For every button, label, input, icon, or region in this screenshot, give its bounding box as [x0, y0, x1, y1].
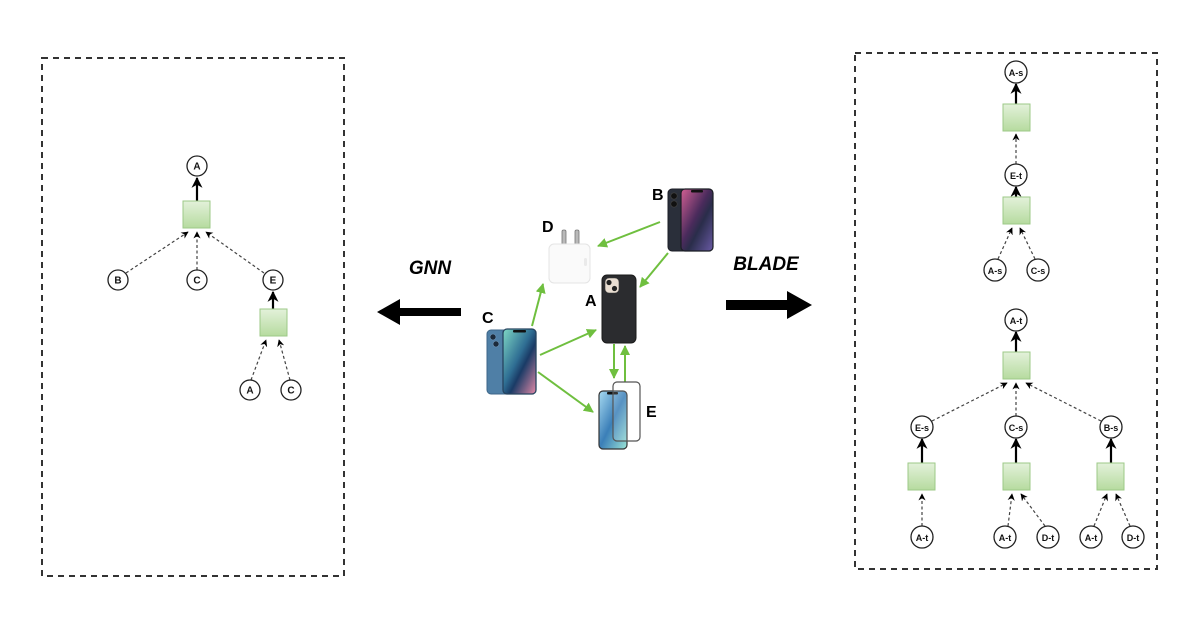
aggregator-square: [1002, 462, 1031, 491]
gnn-arrow: GNN: [377, 258, 461, 325]
tree-node-label: A-t: [916, 533, 929, 543]
tree-node: D-t: [1036, 525, 1060, 549]
tree-node: B: [107, 269, 129, 291]
tree-node: B-s: [1099, 415, 1123, 439]
tree-node-label: E: [270, 276, 277, 287]
phone-notch: [513, 330, 526, 333]
tree-node: C: [186, 269, 208, 291]
camera-lens: [489, 333, 497, 341]
phone-screen-icon: [502, 328, 537, 395]
aggregator-square: [259, 308, 288, 337]
graph-node-label-c: C: [482, 310, 494, 327]
camera-lens: [492, 340, 500, 348]
tree-edge-dashed: [205, 231, 265, 274]
graph-node-label-a: A: [585, 293, 597, 310]
tree-node-label: C-s: [1031, 266, 1046, 276]
tree-node-label: A: [246, 386, 253, 397]
tree-edge-dashed: [1007, 493, 1015, 527]
tree-node: A-s: [983, 258, 1007, 282]
tree-node: A-t: [1004, 308, 1028, 332]
tree-node-label: A-t: [1085, 533, 1098, 543]
tree-node: E-t: [1004, 163, 1028, 187]
tree-node-label: B-s: [1104, 423, 1119, 433]
product-e-screen-protector: E: [598, 381, 657, 450]
aggregator-square: [1002, 351, 1031, 380]
tree-edge-dashed: [1020, 493, 1046, 527]
tree-node: A-t: [1079, 525, 1103, 549]
adapter-body-icon: [548, 243, 591, 284]
aggregator-square: [1002, 196, 1031, 225]
graph-edge-b-a: [639, 252, 669, 288]
tree-node: A-s: [1004, 60, 1028, 84]
aggregator-square: [907, 462, 936, 491]
tree-edge-dashed: [250, 339, 268, 381]
tree-node-label: B: [114, 276, 121, 287]
tree-edge-dashed: [277, 339, 291, 381]
tree-edge-dashed: [125, 231, 189, 274]
aggregator-square: [1096, 462, 1125, 491]
tree-node-label: A-s: [1009, 68, 1024, 78]
tree-node: A: [239, 379, 261, 401]
product-graph-edges: [531, 221, 669, 413]
tree-node: C-s: [1004, 415, 1028, 439]
product-d-adapter: D: [542, 219, 591, 284]
tree-node-label: C: [193, 276, 200, 287]
camera-lens: [670, 200, 678, 208]
tree-edge-dashed: [1019, 227, 1036, 260]
tree-edge-dashed: [1115, 493, 1131, 527]
graph-edge-c-d: [531, 283, 546, 327]
camera-lens: [670, 192, 678, 200]
tree-node: E: [262, 269, 284, 291]
adapter-port: [584, 258, 587, 266]
blade-tree-source: A-s E-t A-s C-s: [983, 60, 1050, 282]
tree-node: C: [280, 379, 302, 401]
tree-node: A-t: [993, 525, 1017, 549]
tree-node: E-s: [910, 415, 934, 439]
tree-node: C-s: [1026, 258, 1050, 282]
graph-edge-b-d: [597, 221, 661, 248]
graph-node-label-d: D: [542, 219, 554, 236]
left-arrow-icon: [377, 299, 461, 325]
blade-panel-border: [854, 52, 1158, 570]
tree-edge-dashed: [931, 382, 1008, 422]
tree-node-label: A-t: [999, 533, 1012, 543]
blade-arrow: BLADE: [726, 254, 812, 319]
aggregator-square: [182, 200, 211, 229]
right-arrow-icon: [726, 291, 812, 319]
graph-edge-c-e: [537, 371, 594, 413]
tree-node-label: C: [287, 386, 294, 397]
tree-node-label: C-s: [1009, 423, 1024, 433]
tree-node-label: D-t: [1127, 533, 1140, 543]
gnn-label: GNN: [409, 258, 453, 279]
aggregator-square: [1002, 103, 1031, 132]
tree-node: D-t: [1121, 525, 1145, 549]
tree-node-label: D-t: [1042, 533, 1055, 543]
tree-node: A-t: [910, 525, 934, 549]
tree-edge-dashed: [1093, 493, 1108, 527]
screen-protector-icon: [612, 381, 641, 442]
tree-node-label: A-t: [1010, 316, 1023, 326]
tree-node-label: A-s: [988, 266, 1003, 276]
tree-edge-dashed: [997, 227, 1013, 260]
gnn-tree: A B C E A C: [107, 155, 302, 401]
product-c-phone: C: [482, 310, 537, 395]
tree-node-label: E-s: [915, 423, 929, 433]
phone-notch: [691, 190, 703, 193]
graph-node-label-b: B: [652, 187, 664, 204]
phone-screen-icon: [680, 188, 714, 252]
tree-edge-dashed: [1025, 382, 1102, 422]
blade-label: BLADE: [733, 254, 800, 275]
tree-node-label: A: [193, 162, 200, 173]
camera-bump: [604, 277, 620, 294]
tree-node-label: E-t: [1010, 171, 1022, 181]
product-a-case: A: [585, 274, 637, 344]
tree-node: A: [186, 155, 208, 177]
graph-node-label-e: E: [646, 404, 657, 421]
blade-tree-target: A-t E-s C-s B-s A-t A-t D-t A-t D-t: [907, 308, 1145, 549]
camera-lens: [611, 285, 618, 292]
product-b-phone: B: [652, 187, 714, 252]
camera-lens: [606, 279, 612, 286]
graph-edge-c-a: [539, 329, 597, 356]
gnn-panel-border: [41, 57, 345, 577]
